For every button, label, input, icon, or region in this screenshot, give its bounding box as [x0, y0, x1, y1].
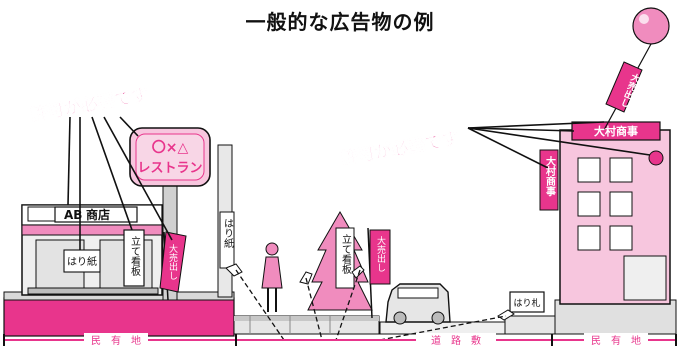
left-flag-text: 大売出し — [167, 243, 178, 280]
wall-paper-text: はり紙 — [67, 255, 97, 268]
hari-fuda-board — [509, 291, 545, 313]
land-boundary-bar — [3, 333, 677, 347]
apple-icon — [648, 150, 664, 166]
tree-standing-sign — [335, 227, 355, 289]
road-land-label: 道 路 敷 — [431, 334, 481, 347]
mid-sale-flag — [367, 227, 391, 319]
right-callout-lines — [467, 121, 651, 169]
pointer-lines — [235, 269, 507, 341]
harifuda-text: はり札 — [513, 297, 540, 309]
left-callout-lines — [67, 116, 173, 250]
shop-sign-ab: AB — [64, 208, 82, 222]
building-vertical-sign-text: 大村商事 — [544, 155, 556, 197]
building-roof-sign-text: 大村商事 — [594, 124, 638, 138]
shop-standing-sign-text: 立て看板 — [129, 235, 141, 277]
pedestrian — [261, 242, 283, 312]
mid-flag-text: 大売出し — [375, 235, 386, 272]
utility-pole — [217, 144, 235, 298]
tree-sign-text: 立て看板 — [340, 233, 352, 275]
restaurant-sign-line2: レストラン — [137, 161, 202, 176]
page-title: 一般的な広告物の例 — [245, 10, 435, 34]
restaurant-sign-line1: 〇×△ — [152, 139, 189, 156]
right-private-land-label: 民 有 地 — [591, 334, 641, 347]
oomura-building — [539, 121, 671, 305]
roadside-tree — [307, 211, 373, 311]
wall-notice-paper — [63, 249, 101, 273]
left-callout-text: 許可が必要です — [29, 84, 150, 125]
building-vertical-sign — [539, 149, 559, 211]
pole-paper-text: はり紙 — [222, 218, 234, 249]
right-callout-text: 許可が必要です — [340, 128, 461, 169]
ab-shop-sign — [54, 206, 138, 223]
shop-sign-shoten: 商店 — [86, 207, 110, 222]
left-sale-flag — [159, 231, 187, 301]
left-private-land-label: 民 有 地 — [91, 334, 141, 347]
balloon-banner — [605, 61, 643, 113]
parked-car — [385, 283, 451, 325]
ground — [3, 291, 677, 337]
ad-balloon — [603, 7, 670, 131]
shop-standing-sign — [123, 229, 145, 287]
